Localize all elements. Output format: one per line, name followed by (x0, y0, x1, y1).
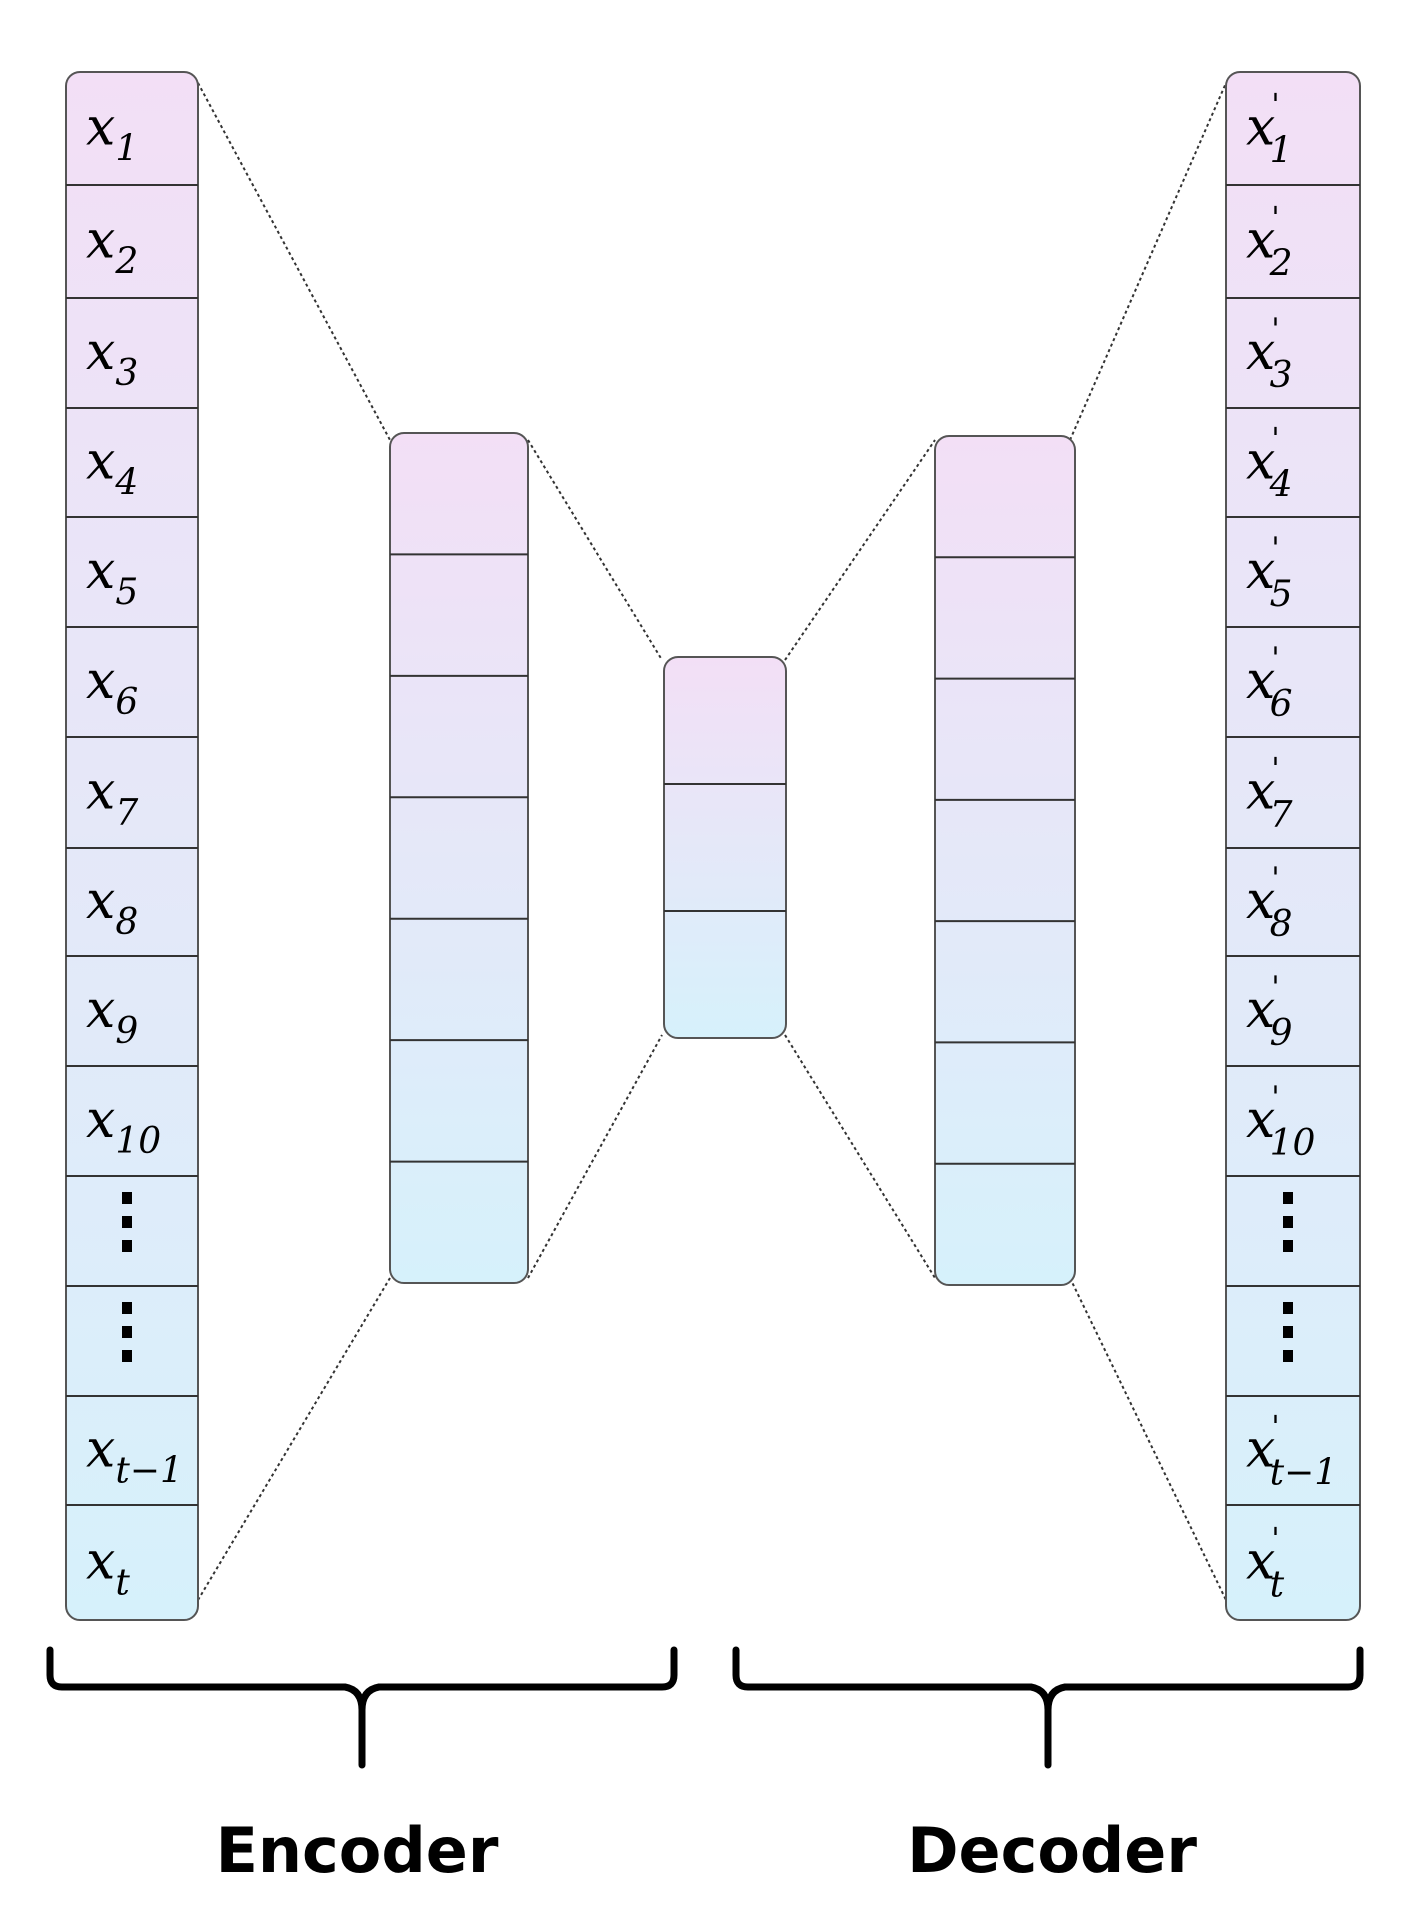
output-cell-label: x'4 (1246, 422, 1292, 506)
input-frame (65, 71, 199, 1621)
output-ellipsis-dot (1283, 1302, 1293, 1314)
input-ellipsis-dot (122, 1302, 132, 1314)
output-ellipsis-dot (1283, 1192, 1293, 1204)
output-ellipsis-dot (1283, 1216, 1293, 1228)
connector-output-top (1069, 82, 1227, 441)
output-cell-label: x'8 (1246, 861, 1292, 945)
encoder-hidden-frame (389, 432, 529, 1284)
bottleneck-frame (663, 656, 787, 1039)
encoder-hidden-column (389, 432, 529, 1284)
input-ellipsis-dot (122, 1350, 132, 1362)
output-cell-label: x'10 (1246, 1080, 1315, 1164)
input-ellipsis-dot (122, 1192, 132, 1204)
output-cell-label: x't (1246, 1522, 1285, 1606)
connector-input-bottom (197, 1277, 391, 1601)
input-ellipsis-dot (122, 1240, 132, 1252)
input-ellipsis-dot (122, 1326, 132, 1338)
output-cell-label: x'3 (1246, 312, 1292, 396)
encoder-label: Encoder (216, 1814, 499, 1887)
encoder-brace (46, 1646, 678, 1769)
connector-input-top (197, 82, 391, 441)
connector-enc-bottom (527, 1034, 663, 1279)
input-cell-label: x3 (86, 322, 138, 394)
input-cell-label: x10 (86, 1090, 161, 1162)
bottleneck-column (663, 656, 787, 1039)
connector-lines (197, 82, 1227, 1601)
input-cell-label: x5 (86, 541, 138, 613)
decoder-brace (732, 1646, 1364, 1769)
input-cell-label: x4 (86, 432, 138, 504)
decoder-label: Decoder (907, 1814, 1197, 1887)
input-cell-label: x2 (86, 211, 138, 283)
output-cell-label: x'9 (1246, 970, 1292, 1054)
output-cell-label: x'6 (1246, 641, 1292, 725)
output-frame (1225, 71, 1361, 1621)
output-ellipsis-dot (1283, 1240, 1293, 1252)
input-cell-label: x6 (86, 651, 138, 723)
input-cell-label: xt−1 (86, 1420, 183, 1492)
input-cell-label: x8 (86, 871, 138, 943)
output-cell-label: x'7 (1246, 752, 1293, 836)
connector-output-bottom (1069, 1277, 1227, 1601)
output-ellipsis-dot (1283, 1350, 1293, 1362)
input-ellipsis-dot (122, 1216, 132, 1228)
decoder-hidden-column (934, 435, 1076, 1286)
input-cell-label: x7 (86, 762, 138, 834)
output-cell-label: x'2 (1246, 201, 1292, 285)
input-cell-label: x9 (86, 980, 138, 1052)
connector-dec-bottom (784, 1034, 936, 1279)
output-ellipsis-dot (1283, 1326, 1293, 1338)
input-column: x1 x2 x3 x4 x5 x6 x7 x8 x9 x10 xt−1 xt (65, 71, 199, 1621)
input-cell-label: xt (86, 1532, 130, 1604)
output-column: x'1 x'2 x'3 x'4 x'5 x'6 x'7 x'8 x'9 x'10 x't−1 x't (1225, 71, 1361, 1621)
input-cell-label: x1 (86, 98, 138, 170)
connector-dec-top (784, 439, 936, 661)
output-cell-label: x'1 (1246, 88, 1292, 172)
brace-group (46, 1646, 1364, 1769)
connector-enc-top (527, 439, 663, 661)
output-cell-label: x'5 (1246, 531, 1292, 615)
output-cell-label: x't−1 (1246, 1410, 1337, 1494)
decoder-hidden-frame (934, 435, 1076, 1286)
